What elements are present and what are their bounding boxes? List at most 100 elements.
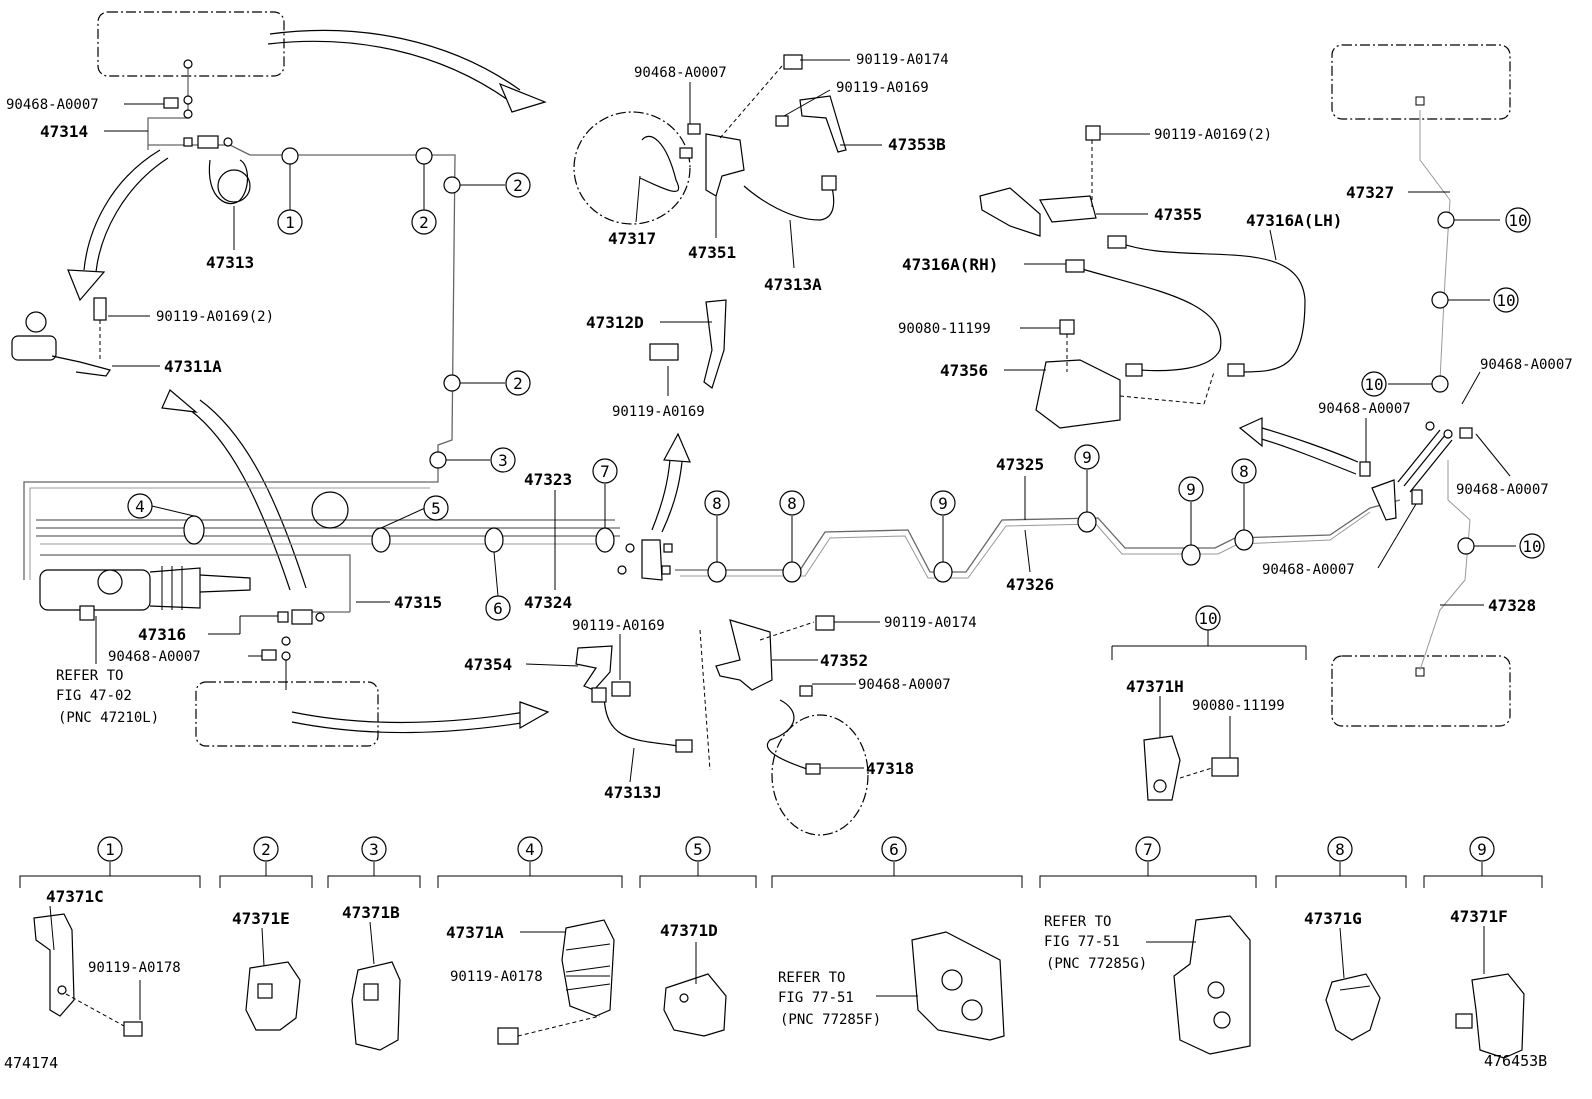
label-47371D: 47371D <box>660 921 718 940</box>
svg-text:2: 2 <box>513 374 523 393</box>
refer-note-line1: REFER TO <box>56 668 123 684</box>
fitting-47316 <box>261 609 325 690</box>
label-47352: 47352 <box>820 651 868 670</box>
callout-2: 2 <box>505 370 531 396</box>
phantom-box-mid-left <box>195 681 379 747</box>
figure-id-left: 474174 <box>4 1054 58 1072</box>
svg-text:8: 8 <box>787 494 797 513</box>
junction-right <box>1359 421 1473 521</box>
label-47314: 47314 <box>40 122 88 141</box>
label-47371B: 47371B <box>342 903 400 922</box>
label-47316A-RH: 47316A(RH) <box>902 255 998 274</box>
arrow-top-left-to-detail <box>267 29 547 113</box>
svg-text:5: 5 <box>693 840 703 859</box>
callout-9: 9 <box>1074 444 1100 470</box>
label-47327: 47327 <box>1346 183 1394 202</box>
arrow-up-left <box>161 389 307 591</box>
refer-note-line2: FIG 77-51 <box>1044 934 1120 950</box>
label-90468-A0007: 90468-A0007 <box>1480 357 1573 373</box>
phantom-box-top-left <box>97 11 285 77</box>
callout-3: 3 <box>490 447 516 473</box>
clamp-47371F <box>1455 973 1525 1059</box>
label-47324: 47324 <box>524 593 572 612</box>
refer-note-line3: (PNC 77285F) <box>780 1012 881 1028</box>
label-90468-A0007: 90468-A0007 <box>858 677 951 693</box>
svg-text:6: 6 <box>493 599 503 618</box>
svg-text:7: 7 <box>1143 840 1153 859</box>
label-90468-A0007: 90468-A0007 <box>634 65 727 81</box>
label-90468-A0007: 90468-A0007 <box>1456 482 1549 498</box>
label-47313A: 47313A <box>764 275 822 294</box>
callout-10: 10 <box>1493 287 1519 313</box>
label-47371G: 47371G <box>1304 909 1362 928</box>
svg-text:4: 4 <box>525 840 535 859</box>
callout-5: 5 <box>423 495 449 521</box>
callout-8: 8 <box>1231 458 1257 484</box>
clamp-47371D <box>663 973 727 1037</box>
bottom-brackets <box>19 862 1543 888</box>
svg-text:9: 9 <box>1186 480 1196 499</box>
label-47317: 47317 <box>608 229 656 248</box>
label-47328: 47328 <box>1488 596 1536 615</box>
svg-text:9: 9 <box>938 494 948 513</box>
refer-note-line2: FIG 47-02 <box>56 688 132 704</box>
detail-47352 <box>699 615 869 836</box>
label-90119-A0174: 90119-A0174 <box>884 615 977 631</box>
svg-text:7: 7 <box>600 462 610 481</box>
svg-text:10: 10 <box>1496 291 1515 310</box>
callout-8: 8 <box>779 490 805 516</box>
label-90468-A0007: 90468-A0007 <box>1318 401 1411 417</box>
svg-text:2: 2 <box>513 176 523 195</box>
phantom-box-top-right <box>1331 44 1511 120</box>
clamp-47371E <box>245 961 301 1031</box>
refer-note-line3: (PNC 77285G) <box>1046 956 1147 972</box>
label-47316: 47316 <box>138 625 186 644</box>
label-47312D: 47312D <box>586 313 644 332</box>
svg-text:10: 10 <box>1198 609 1217 628</box>
master-cylinder-47315 <box>39 566 251 621</box>
label-47354: 47354 <box>464 655 512 674</box>
label-47351: 47351 <box>688 243 736 262</box>
svg-text:2: 2 <box>419 213 429 232</box>
phantom-box-bottom-right <box>1331 655 1511 727</box>
callout-leaders <box>151 164 1516 606</box>
valve-47311A <box>11 297 111 377</box>
detail-47354 <box>575 640 693 753</box>
label-90468-A0007: 90468-A0007 <box>1262 562 1355 578</box>
arrow-to-47356 <box>1238 417 1359 475</box>
callout-2: 2 <box>505 172 531 198</box>
callout-9: 9 <box>930 490 956 516</box>
refer-note-line3: (PNC 47210L) <box>58 710 159 726</box>
fitting-47314 <box>163 59 233 149</box>
label-47371A: 47371A <box>446 923 504 942</box>
detail-47351 <box>573 54 847 225</box>
label-47356: 47356 <box>940 361 988 380</box>
svg-text:10: 10 <box>1508 211 1527 230</box>
clamp-47371G <box>1325 973 1381 1041</box>
svg-text:5: 5 <box>431 499 441 518</box>
callout-10: 10 <box>1519 533 1545 559</box>
main-brake-lines <box>23 60 1471 671</box>
junction-center <box>617 539 673 581</box>
hoses-47316A <box>979 125 1306 429</box>
refer-note-line1: REFER TO <box>778 970 845 986</box>
label-90119-A0169-2: 90119-A0169(2) <box>156 309 274 325</box>
label-47313: 47313 <box>206 253 254 272</box>
callout-2: 2 <box>411 209 437 235</box>
clamp-77285G <box>1173 915 1251 1055</box>
label-90119-A0178: 90119-A0178 <box>450 969 543 985</box>
label-90468-A0007: 90468-A0007 <box>108 649 201 665</box>
svg-text:3: 3 <box>498 451 508 470</box>
label-47371H: 47371H <box>1126 677 1184 696</box>
label-47355: 47355 <box>1154 205 1202 224</box>
bottom-callout-circles: 1 2 3 4 5 6 7 8 9 <box>97 836 1495 862</box>
callout-10: 10 <box>1361 371 1387 397</box>
label-90468-A0007: 90468-A0007 <box>6 97 99 113</box>
clamp-47371C <box>33 913 143 1037</box>
arrow-bottom-to-detail <box>291 701 550 734</box>
callout-4: 4 <box>127 493 153 519</box>
label-47371F: 47371F <box>1450 907 1508 926</box>
callout-9: 9 <box>1178 476 1204 502</box>
clamp-47371B <box>351 961 401 1051</box>
